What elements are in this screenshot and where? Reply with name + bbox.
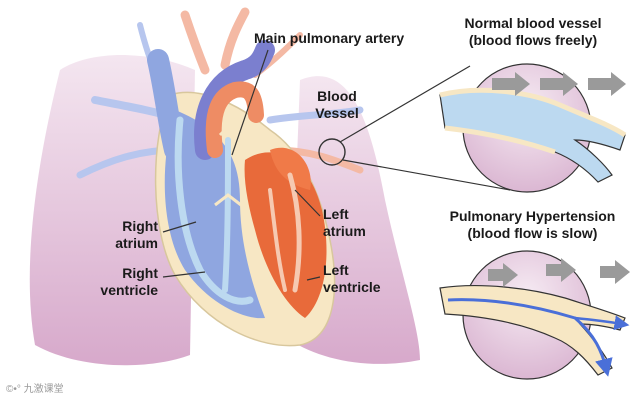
normal-vessel-title-line2: (blood flows freely) xyxy=(468,32,598,48)
leader-left-ventricle xyxy=(306,276,321,281)
blood-vessel-label-line2: Vessel xyxy=(315,105,359,121)
leader-right-atrium xyxy=(162,221,197,233)
leader-left-atrium xyxy=(294,189,321,217)
leader-right-ventricle xyxy=(162,271,206,278)
tricuspid-valve xyxy=(214,193,242,207)
blood-vessel-target-circle xyxy=(318,138,346,166)
right-atrium-label-line2: atrium xyxy=(115,235,158,251)
left-atrium-label-line2: atrium xyxy=(323,223,366,239)
ph-narrow-lumen-branch xyxy=(574,315,630,331)
ph-title-line1: Pulmonary Hypertension xyxy=(449,208,616,224)
left-ventricle-label: Left ventricle xyxy=(323,262,381,296)
ph-title-line2: (blood flow is slow) xyxy=(467,225,598,241)
left-ventricle-label-line2: ventricle xyxy=(323,279,381,295)
blood-vessel-label-line1: Blood xyxy=(317,88,357,104)
right-heart-chambers xyxy=(164,110,265,319)
slow-flow-arrows xyxy=(488,258,630,287)
right-atrium-label-line1: Right xyxy=(122,218,158,234)
right-ventricle-label-line1: Right xyxy=(122,265,158,281)
free-flow-arrows xyxy=(492,72,626,96)
ph-narrow-lumen xyxy=(447,298,613,377)
blood-flow-channels xyxy=(174,116,302,305)
left-lung xyxy=(29,55,195,366)
right-ventricle-label: Right ventricle xyxy=(74,265,158,299)
blood-vessel-label: Blood Vessel xyxy=(306,88,368,122)
label-leader-lines xyxy=(162,49,321,281)
normal-vessel-edge-bottom xyxy=(444,125,556,155)
left-ventricle-label-line1: Left xyxy=(323,262,349,278)
left-atrium-label: Left atrium xyxy=(323,206,366,240)
normal-vessel-edge xyxy=(439,87,627,138)
superior-vena-cava xyxy=(147,49,186,161)
right-ventricle-label-line2: ventricle xyxy=(100,282,158,298)
right-atrium-label: Right atrium xyxy=(74,218,158,252)
watermark: ©•° 九激课堂 xyxy=(6,384,64,395)
callout-line-bottom xyxy=(342,159,511,191)
left-atrium-label-line1: Left xyxy=(323,206,349,222)
ph-title: Pulmonary Hypertension (blood flow is sl… xyxy=(430,208,635,242)
left-heart-chambers xyxy=(244,152,327,318)
pulmonary-valve xyxy=(218,124,238,137)
normal-vessel-title: Normal blood vessel (blood flows freely) xyxy=(440,15,626,49)
aorta xyxy=(205,81,264,158)
main-pulmonary-artery-label: Main pulmonary artery xyxy=(254,30,405,46)
left-atrium-shape xyxy=(270,147,311,190)
leader-main-pulmonary-artery xyxy=(231,49,269,156)
normal-vessel-title-line1: Normal blood vessel xyxy=(464,15,602,31)
main-pulmonary-artery-shape xyxy=(194,40,275,160)
callout-line-top xyxy=(339,65,471,143)
